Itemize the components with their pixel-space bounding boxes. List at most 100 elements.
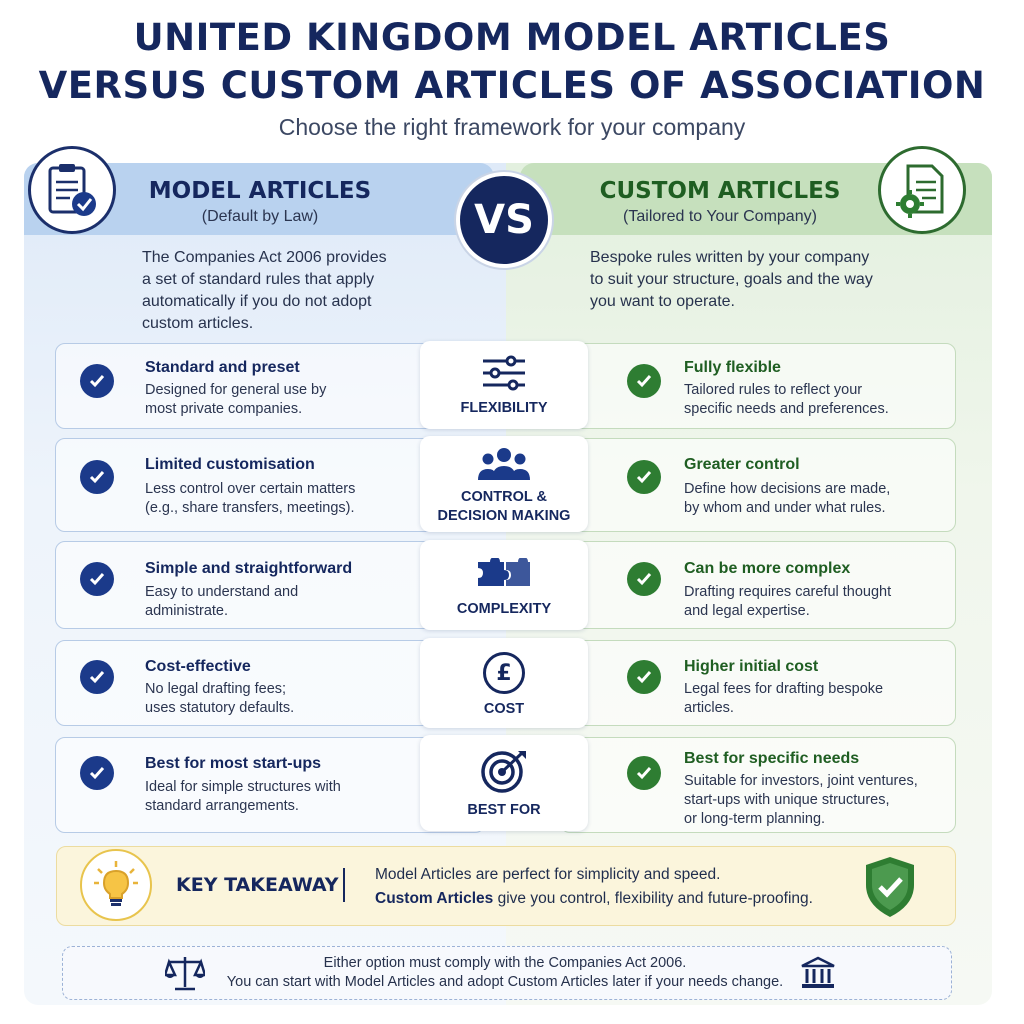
desc-line: standard arrangements. [145, 798, 299, 814]
takeaway-divider [343, 868, 345, 902]
model-row-desc: Less control over certain matters (e.g., … [145, 480, 355, 518]
check-icon [80, 364, 114, 398]
check-icon [627, 364, 661, 398]
model-intro: The Companies Act 2006 provides a set of… [142, 247, 387, 335]
target-icon [481, 751, 526, 793]
check-icon [80, 460, 114, 494]
intro-line: The Companies Act 2006 provides [142, 249, 387, 266]
custom-row-desc: Suitable for investors, joint ventures, s… [684, 772, 918, 829]
model-articles-title: MODEL ARTICLES [148, 178, 372, 204]
title-line-1: UNITED KINGDOM MODEL ARTICLES [133, 16, 891, 59]
courthouse-icon [800, 956, 836, 995]
model-row-desc: Easy to understand and administrate. [145, 583, 298, 621]
key-takeaway-title: KEY TAKEAWAY [176, 874, 339, 896]
intro-line: automatically if you do not adopt [142, 293, 372, 310]
criterion-label: COMPLEXITY [456, 601, 552, 617]
desc-line: most private companies. [145, 401, 303, 417]
note-line-1: Either option must comply with the Compa… [323, 955, 687, 971]
takeaway-rest: give you control, flexibility and future… [493, 890, 813, 907]
desc-line: (e.g., share transfers, meetings). [145, 500, 355, 516]
custom-row-title: Fully flexible [684, 359, 781, 376]
pound-glyph: £ [496, 660, 512, 686]
document-gear-icon [878, 146, 966, 234]
puzzle-icon [478, 558, 530, 586]
model-row-title: Simple and straightforward [145, 560, 353, 577]
shield-check-icon [862, 855, 918, 924]
desc-line: Less control over certain matters [145, 481, 356, 497]
vs-badge: VS [456, 172, 552, 268]
compliance-note [62, 946, 952, 1000]
main-title: UNITED KINGDOM MODEL ARTICLES VERSUS CUS… [0, 14, 1024, 110]
desc-line: Suitable for investors, joint ventures, [684, 773, 918, 789]
intro-line: Bespoke rules written by your company [590, 249, 870, 266]
lightbulb-icon [80, 849, 152, 921]
custom-row-cost [560, 640, 956, 726]
scales-icon [163, 955, 207, 996]
custom-row-flexibility [560, 343, 956, 429]
model-articles-subtitle: (Default by Law) [201, 208, 319, 225]
model-row-cost [55, 640, 485, 726]
pound-coin-icon: £ [483, 652, 525, 694]
custom-intro: Bespoke rules written by your company to… [590, 247, 873, 313]
check-icon [80, 562, 114, 596]
model-row-title: Standard and preset [145, 359, 300, 376]
intro-line: a set of standard rules that apply [142, 271, 375, 288]
custom-row-desc: Define how decisions are made, by whom an… [684, 480, 890, 518]
desc-line: Legal fees for drafting bespoke [684, 681, 884, 697]
check-icon [80, 660, 114, 694]
subtitle: Choose the right framework for your comp… [278, 114, 746, 140]
check-icon [80, 756, 114, 790]
model-row-desc: Designed for general use by most private … [145, 381, 326, 419]
criterion-label: COST [483, 701, 525, 717]
note-line-2: You can start with Model Articles and ad… [226, 974, 784, 990]
model-row-title: Best for most start-ups [145, 755, 322, 772]
desc-line: Define how decisions are made, [684, 481, 891, 497]
custom-row-complexity [560, 541, 956, 629]
custom-row-title: Best for specific needs [684, 750, 860, 767]
desc-line: Easy to understand and [145, 584, 299, 600]
check-icon [627, 562, 661, 596]
criterion-cost: £ COST [420, 638, 588, 728]
custom-articles-title: CUSTOM ARTICLES [599, 178, 841, 204]
desc-line: Tailored rules to reflect your [684, 382, 863, 398]
key-takeaway-box [56, 846, 956, 926]
desc-line: and legal expertise. [684, 603, 810, 619]
model-row-best-for [55, 737, 485, 833]
intro-line: custom articles. [142, 315, 254, 332]
check-icon [627, 660, 661, 694]
criterion-control: CONTROL & DECISION MAKING [420, 436, 588, 532]
desc-line: No legal drafting fees; [145, 681, 287, 697]
custom-row-title: Greater control [684, 456, 800, 473]
custom-row-desc: Drafting requires careful thought and leg… [684, 583, 891, 621]
criterion-best-for: BEST FOR [420, 735, 588, 831]
desc-line: Drafting requires careful thought [684, 584, 892, 600]
model-row-desc: No legal drafting fees; uses statutory de… [145, 680, 294, 718]
desc-line: articles. [684, 700, 734, 716]
desc-line: uses statutory defaults. [145, 700, 295, 716]
sliders-icon [483, 355, 525, 391]
desc-line: Designed for general use by [145, 382, 327, 398]
desc-line: start-ups with unique structures, [684, 792, 890, 808]
desc-line: or long-term planning. [684, 811, 826, 827]
title-line-2: VERSUS CUSTOM ARTICLES OF ASSOCIATION [38, 64, 986, 107]
intro-line: you want to operate. [590, 293, 735, 310]
people-icon [478, 448, 530, 480]
criterion-label: BEST FOR [467, 802, 541, 818]
takeaway-strong: Custom Articles [375, 890, 494, 907]
desc-line: Ideal for simple structures with [145, 779, 341, 795]
desc-line: by whom and under what rules. [684, 500, 886, 516]
model-row-flexibility [55, 343, 485, 429]
check-icon [627, 460, 661, 494]
check-icon [627, 756, 661, 790]
desc-line: administrate. [145, 603, 229, 619]
model-row-desc: Ideal for simple structures with standard… [145, 778, 341, 816]
criterion-label: CONTROL & [461, 489, 547, 505]
clipboard-check-icon [28, 146, 116, 234]
custom-row-desc: Legal fees for drafting bespoke articles. [684, 680, 883, 718]
intro-line: to suit your structure, goals and the wa… [590, 271, 873, 288]
custom-row-best-for [560, 737, 956, 833]
custom-row-title: Higher initial cost [684, 658, 819, 675]
custom-row-title: Can be more complex [684, 560, 851, 577]
model-row-control [55, 438, 485, 532]
